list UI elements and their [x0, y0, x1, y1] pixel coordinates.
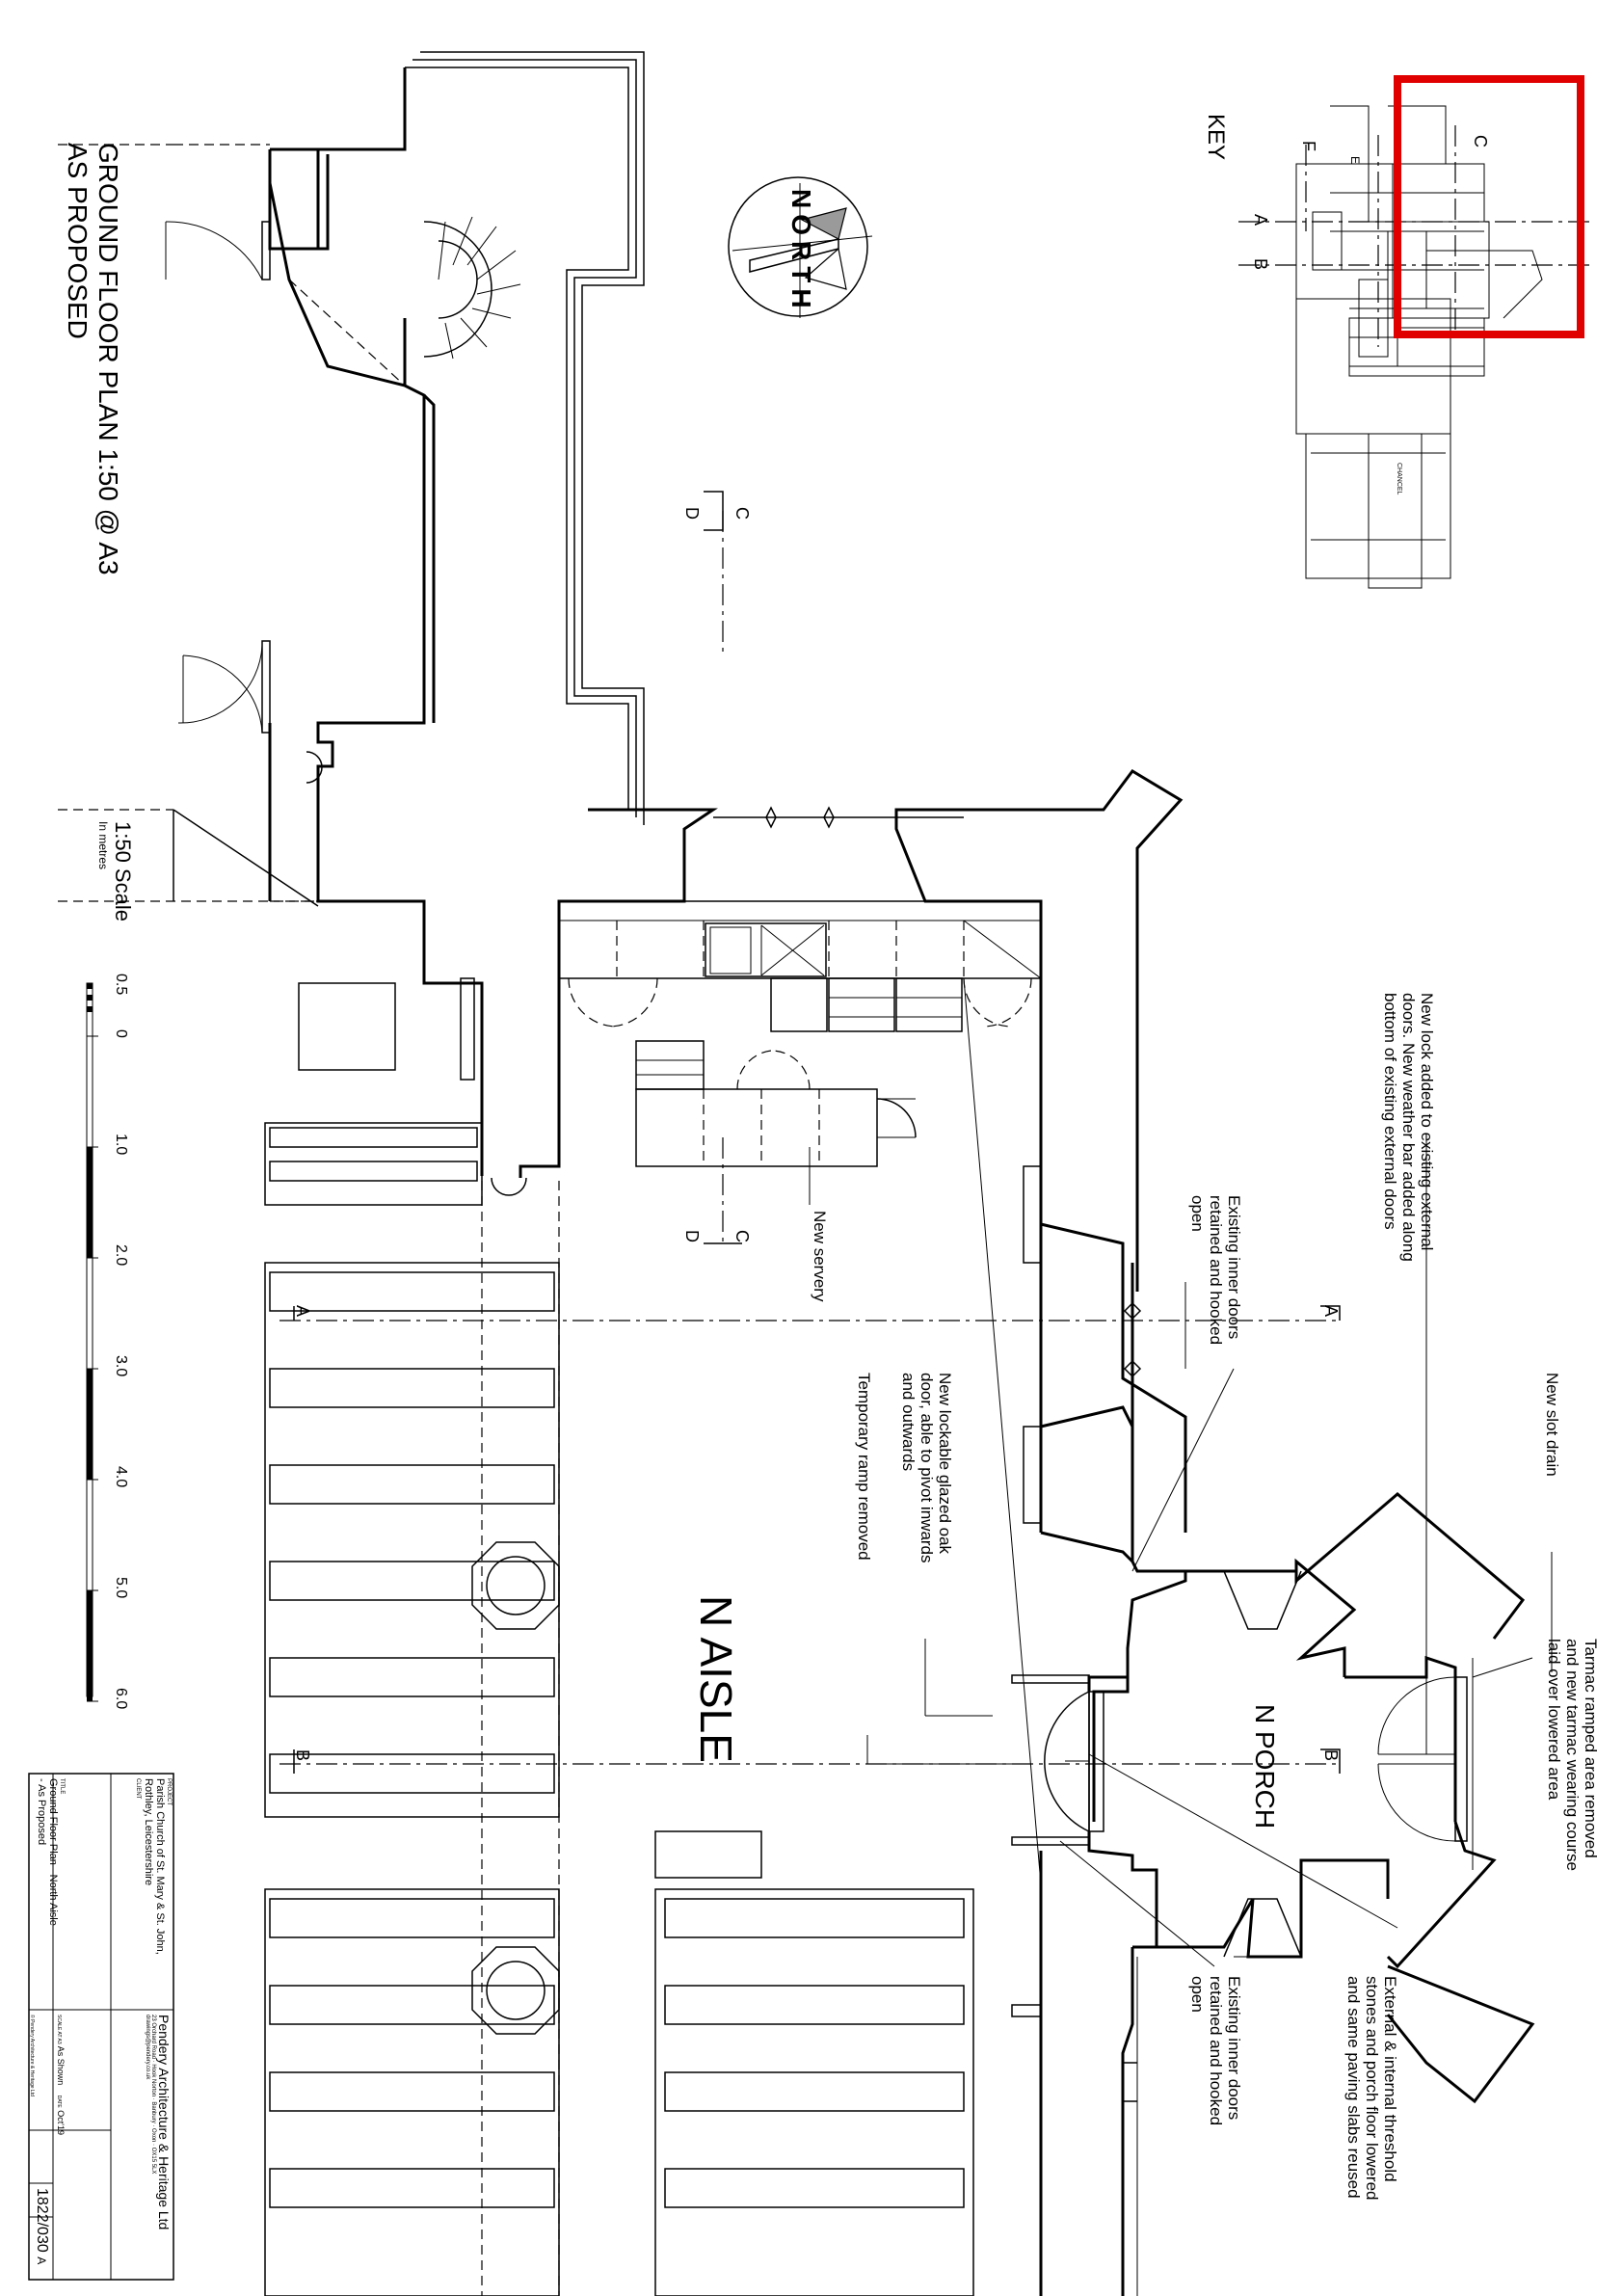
section-marker-c-mid: C [732, 1230, 752, 1242]
note-tarmac: Tarmac ramped area removed and new tarma… [1545, 1639, 1600, 1871]
scale-tick-label: 3.0 [113, 1355, 129, 1377]
tb-date-label: DATE [56, 2095, 62, 2108]
tb-firm: Pendery Architecture & Heritage Ltd [156, 2015, 172, 2230]
section-marker-b-left: B [293, 1749, 312, 1761]
title-block-firm: Pendery Architecture & Heritage Ltd 23 O… [145, 2015, 172, 2229]
tb-title-line1: Ground Floor Plan - North Aisle [47, 1778, 59, 1926]
section-marker-c-top: C [732, 507, 752, 520]
scale-tick-label: 2.0 [113, 1244, 129, 1267]
tb-date-value: Oct'19 [56, 2110, 66, 2135]
new-servery [558, 900, 1042, 1885]
tb-project-label: PROJECT [166, 1778, 172, 1806]
north-label: NORTH [786, 189, 816, 314]
tb-revision: A [35, 2256, 48, 2265]
key-marker-c: C [1471, 135, 1490, 147]
north-arrow: NORTH [728, 176, 873, 318]
section-marker-b-right: B [1321, 1749, 1341, 1761]
scale-tick-label: 6.0 [113, 1688, 129, 1710]
section-marker-a-right: A [1321, 1305, 1341, 1317]
scale-tick-label: 0 [113, 1029, 129, 1038]
title-block-drawing-no: 1822/030 A [33, 2188, 50, 2264]
section-marker-d-top: D [682, 507, 702, 520]
drawing-title: GROUND FLOOR PLAN 1:50 @ A3 AS PROPOSED [62, 143, 123, 575]
main-walls [58, 640, 1535, 2296]
key-highlight-box [1394, 75, 1584, 338]
scale-title: 1:50 Scale In metres [96, 821, 135, 921]
scale-bar [86, 982, 98, 1702]
scale-tick-label: 5.0 [113, 1577, 129, 1599]
drawing-title-line1: GROUND FLOOR PLAN 1:50 @ A3 [93, 143, 123, 575]
note-slot-drain: New slot drain [1543, 1373, 1561, 1477]
drawing-title-line2: AS PROPOSED [63, 143, 93, 339]
tb-scale-label: SCALE AT A3 [56, 2015, 62, 2044]
tb-project-line2: Rothley, Leicestershire [143, 1778, 154, 1886]
scale-tick-label: 1.0 [113, 1134, 129, 1156]
tb-title-line2: - As Proposed [36, 1778, 47, 1846]
title-block-copyright: © Pendery Architecture & Heritage Ltd [29, 2015, 35, 2096]
room-n-porch: N PORCH [1250, 1704, 1280, 1829]
pews [264, 977, 974, 2296]
section-marker-a-left: A [293, 1305, 312, 1317]
title-block-project: PROJECT Parish Church of St. Mary & St. … [135, 1778, 172, 1955]
key-marker-b: B [1251, 258, 1270, 270]
tb-drawing-no: 1822/030 [34, 2188, 50, 2253]
tower-outline [58, 51, 645, 825]
note-ramp-removed: Temporary ramp removed [855, 1373, 873, 1561]
section-lines: C D C D A A B B [279, 491, 1341, 1774]
room-n-aisle: N AISLE [691, 1595, 741, 1763]
note-inner-doors-bottom: Existing inner doors retained and hooked… [1188, 1976, 1243, 2126]
title-block-meta: SCALE AT A3 As Shown DATE Oct'19 [56, 2015, 66, 2135]
scale-tick-label: 0.5 [113, 974, 129, 996]
note-leaders [809, 1137, 1553, 1967]
tb-title-label: TITLE [59, 1778, 65, 1795]
key-marker-a: A [1251, 214, 1270, 226]
note-threshold: External & internal threshold stones and… [1344, 1976, 1399, 2201]
key-chancel-label: CHANCEL [1396, 463, 1402, 495]
key-marker-e: E [1348, 156, 1362, 164]
scale-title-text: 1:50 Scale [111, 821, 135, 921]
section-marker-d-mid: D [682, 1230, 702, 1242]
scale-units: In metres [96, 821, 110, 870]
key-marker-f: F [1299, 141, 1318, 151]
tb-scale-value: As Shown [56, 2045, 66, 2086]
note-glazed-door: New lockable glazed oak door, able to pi… [899, 1373, 954, 1563]
scale-tick-label: 4.0 [113, 1466, 129, 1488]
note-new-lock: New lock added to existing external door… [1381, 993, 1436, 1262]
tb-project-line1: Parish Church of St. Mary & St. John, [154, 1778, 166, 1955]
title-block-title: TITLE Ground Floor Plan - North Aisle - … [36, 1778, 65, 1926]
note-inner-doors-top: Existing inner doors retained and hooked… [1188, 1195, 1243, 1346]
key-plan: F A B C E CHANCEL [1238, 75, 1590, 589]
note-new-servery: New servery [811, 1211, 829, 1302]
tb-client-label: CLIENT [135, 1778, 141, 1800]
title-block [28, 1773, 174, 2281]
key-label: KEY [1203, 114, 1229, 161]
